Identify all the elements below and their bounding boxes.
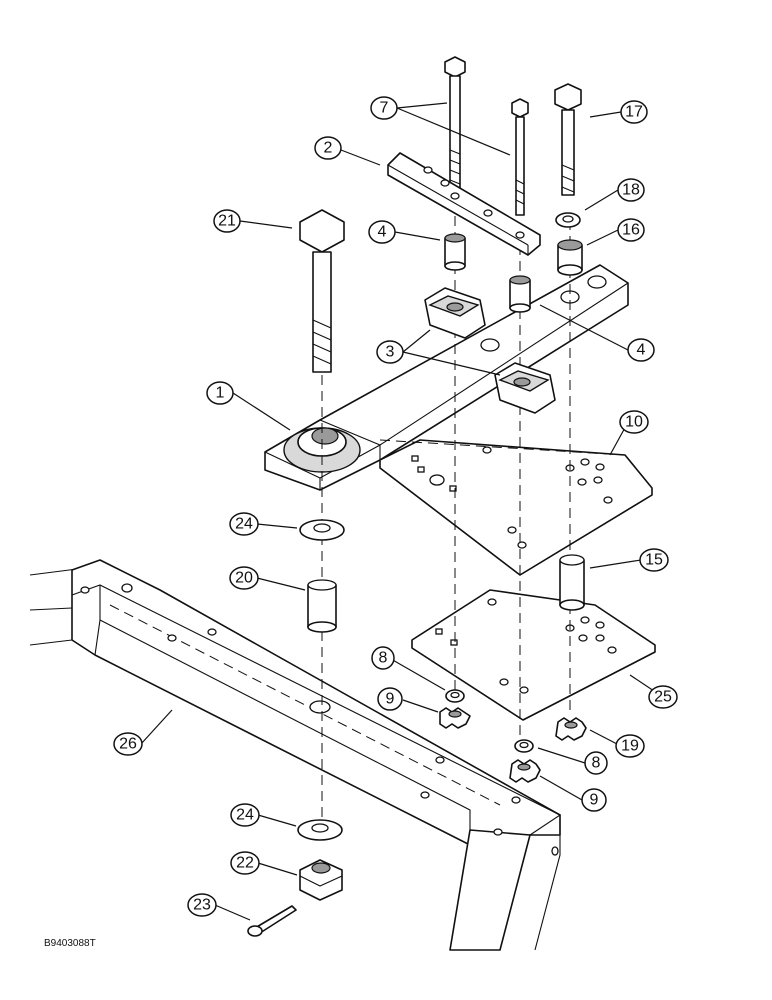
spacer-20 <box>307 579 337 633</box>
svg-text:25: 25 <box>654 689 672 706</box>
svg-text:1: 1 <box>216 385 225 402</box>
lower-plate <box>411 589 656 721</box>
svg-text:8: 8 <box>379 650 388 667</box>
callout-4-right: 4 <box>627 338 655 362</box>
svg-text:26: 26 <box>119 736 137 753</box>
washer-24-upper <box>299 519 345 541</box>
locknut-19 <box>555 717 587 741</box>
locknut-9-upper <box>439 707 471 729</box>
spacer-15 <box>559 554 585 611</box>
callout-4-left: 4 <box>368 220 396 244</box>
callout-15: 15 <box>639 548 669 572</box>
bolt-7-left <box>444 56 466 197</box>
svg-text:4: 4 <box>378 224 387 241</box>
callout-23: 23 <box>187 893 217 917</box>
castle-nut-22 <box>299 859 343 901</box>
callout-16: 16 <box>617 218 645 242</box>
bolt-7-right <box>511 98 529 216</box>
svg-text:4: 4 <box>637 342 646 359</box>
svg-text:23: 23 <box>193 897 211 914</box>
svg-text:22: 22 <box>236 855 254 872</box>
pivot-bar <box>264 264 629 491</box>
callout-9-lower: 9 <box>581 788 607 812</box>
link-plate <box>387 152 541 256</box>
bolt-21 <box>299 209 345 373</box>
upper-plate <box>379 439 653 576</box>
svg-text:15: 15 <box>645 552 663 569</box>
callout-9-upper: 9 <box>377 687 403 711</box>
spacer-16 <box>557 239 583 276</box>
callout-7: 7 <box>370 96 398 120</box>
svg-text:16: 16 <box>622 222 640 239</box>
callout-3: 3 <box>376 340 404 364</box>
spacer-4-left <box>444 233 466 271</box>
callout-21: 21 <box>213 209 241 233</box>
callout-1: 1 <box>206 381 234 405</box>
svg-text:19: 19 <box>621 738 639 755</box>
washer-18 <box>555 212 581 228</box>
svg-text:9: 9 <box>386 691 395 708</box>
callout-20: 20 <box>229 566 259 590</box>
washer-24-lower <box>297 819 343 841</box>
saddle-block-lower <box>494 362 556 414</box>
washer-8-upper <box>445 689 465 703</box>
cotter-pin <box>247 905 297 937</box>
svg-text:3: 3 <box>386 344 395 361</box>
spacer-4-right <box>509 275 531 313</box>
callout-19: 19 <box>615 734 645 758</box>
svg-text:21: 21 <box>218 213 236 230</box>
svg-text:9: 9 <box>590 792 599 809</box>
svg-text:18: 18 <box>622 182 640 199</box>
callout-24-lower: 24 <box>230 803 260 827</box>
svg-text:8: 8 <box>592 755 601 772</box>
svg-text:20: 20 <box>235 570 253 587</box>
bolt-17 <box>554 83 582 196</box>
saddle-block-upper <box>424 287 486 339</box>
callout-26: 26 <box>113 732 143 756</box>
callout-24-upper: 24 <box>229 512 259 536</box>
callout-17: 17 <box>620 100 648 124</box>
drawing-code: B9403088T <box>44 938 96 949</box>
callout-2: 2 <box>314 136 342 160</box>
callout-8-upper: 8 <box>371 646 395 670</box>
svg-text:7: 7 <box>380 100 389 117</box>
callout-22: 22 <box>230 851 260 875</box>
assembly-centerlines <box>321 200 626 820</box>
svg-text:24: 24 <box>236 807 254 824</box>
callout-10: 10 <box>619 410 649 434</box>
callout-8-lower: 8 <box>584 751 608 775</box>
locknut-9-lower <box>509 759 541 783</box>
callout-25: 25 <box>648 685 678 709</box>
svg-text:17: 17 <box>625 104 643 121</box>
washer-8-lower <box>514 739 534 753</box>
svg-text:24: 24 <box>235 516 253 533</box>
callout-18: 18 <box>617 178 645 202</box>
svg-text:10: 10 <box>625 414 643 431</box>
frame-member <box>29 559 561 951</box>
svg-text:2: 2 <box>324 140 333 157</box>
